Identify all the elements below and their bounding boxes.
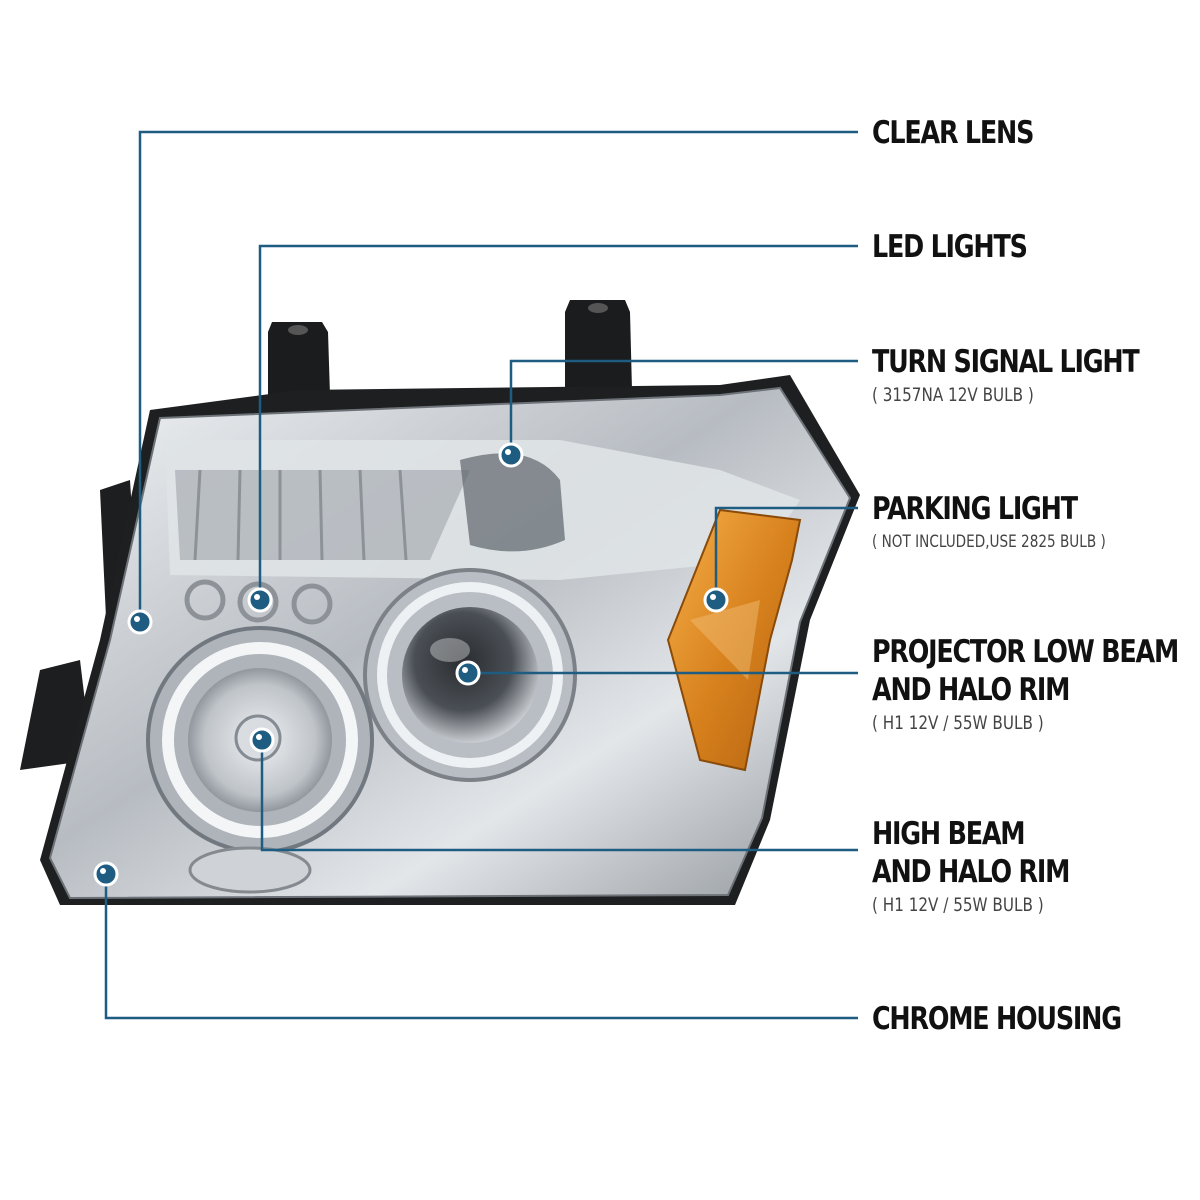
marker-led-lights xyxy=(247,587,273,613)
lower-reflector xyxy=(188,846,312,894)
leader-lines xyxy=(104,130,858,1020)
mounting-tab-right xyxy=(565,300,632,390)
led-ring-row xyxy=(184,579,333,625)
callout-title-line1: PROJECTOR LOW BEAM xyxy=(872,634,1179,670)
callout-title: TURN SIGNAL LIGHT xyxy=(872,344,1140,380)
leader-turn-signal xyxy=(509,359,858,455)
callout-note: ( 3157NA 12V BULB ) xyxy=(872,384,1034,406)
callout-title: CLEAR LENS xyxy=(872,115,1034,151)
callout-title-line2: AND HALO RIM xyxy=(872,672,1070,708)
callout-markers xyxy=(93,442,729,887)
callout-note: ( H1 12V / 55W BULB ) xyxy=(872,712,1044,734)
amber-parking-lens xyxy=(666,508,802,772)
leader-led-lights xyxy=(258,244,858,600)
callout-high-beam: HIGH BEAM AND HALO RIM ( H1 12V / 55W BU… xyxy=(872,815,1112,917)
marker-projector-low-beam xyxy=(455,660,481,686)
callout-title: CHROME HOUSING xyxy=(872,1001,1122,1037)
marker-chrome-housing xyxy=(93,861,119,887)
callout-turn-signal: TURN SIGNAL LIGHT ( 3157NA 12V BULB ) xyxy=(872,343,1197,407)
leader-clear-lens xyxy=(138,130,858,622)
leader-chrome-housing xyxy=(104,874,858,1020)
callout-projector-low-beam: PROJECTOR LOW BEAM AND HALO RIM ( H1 12V… xyxy=(872,633,1200,735)
turn-signal-reflector xyxy=(460,453,565,552)
marker-high-beam xyxy=(249,727,275,753)
reflector-ribs xyxy=(193,469,408,561)
callout-led-lights: LED LIGHTS xyxy=(872,228,1061,266)
leader-parking-light xyxy=(714,506,858,600)
mounting-tab-left xyxy=(268,322,330,395)
callout-title: LED LIGHTS xyxy=(872,229,1028,265)
callout-parking-light: PARKING LIGHT ( NOT INCLUDED,USE 2825 BU… xyxy=(872,490,1164,554)
callout-clear-lens: CLEAR LENS xyxy=(872,114,1069,152)
callout-title-line1: HIGH BEAM xyxy=(872,816,1026,852)
marker-clear-lens xyxy=(127,609,153,635)
callout-note: ( H1 12V / 55W BULB ) xyxy=(872,894,1044,916)
callout-title: PARKING LIGHT xyxy=(872,491,1078,527)
marker-parking-light xyxy=(703,587,729,613)
leader-high-beam xyxy=(260,740,858,852)
callout-note: ( NOT INCLUDED,USE 2825 BULB ) xyxy=(872,532,1106,552)
marker-turn-signal xyxy=(498,442,524,468)
callout-chrome-housing: CHROME HOUSING xyxy=(872,1000,1175,1038)
callout-title-line2: AND HALO RIM xyxy=(872,854,1070,890)
